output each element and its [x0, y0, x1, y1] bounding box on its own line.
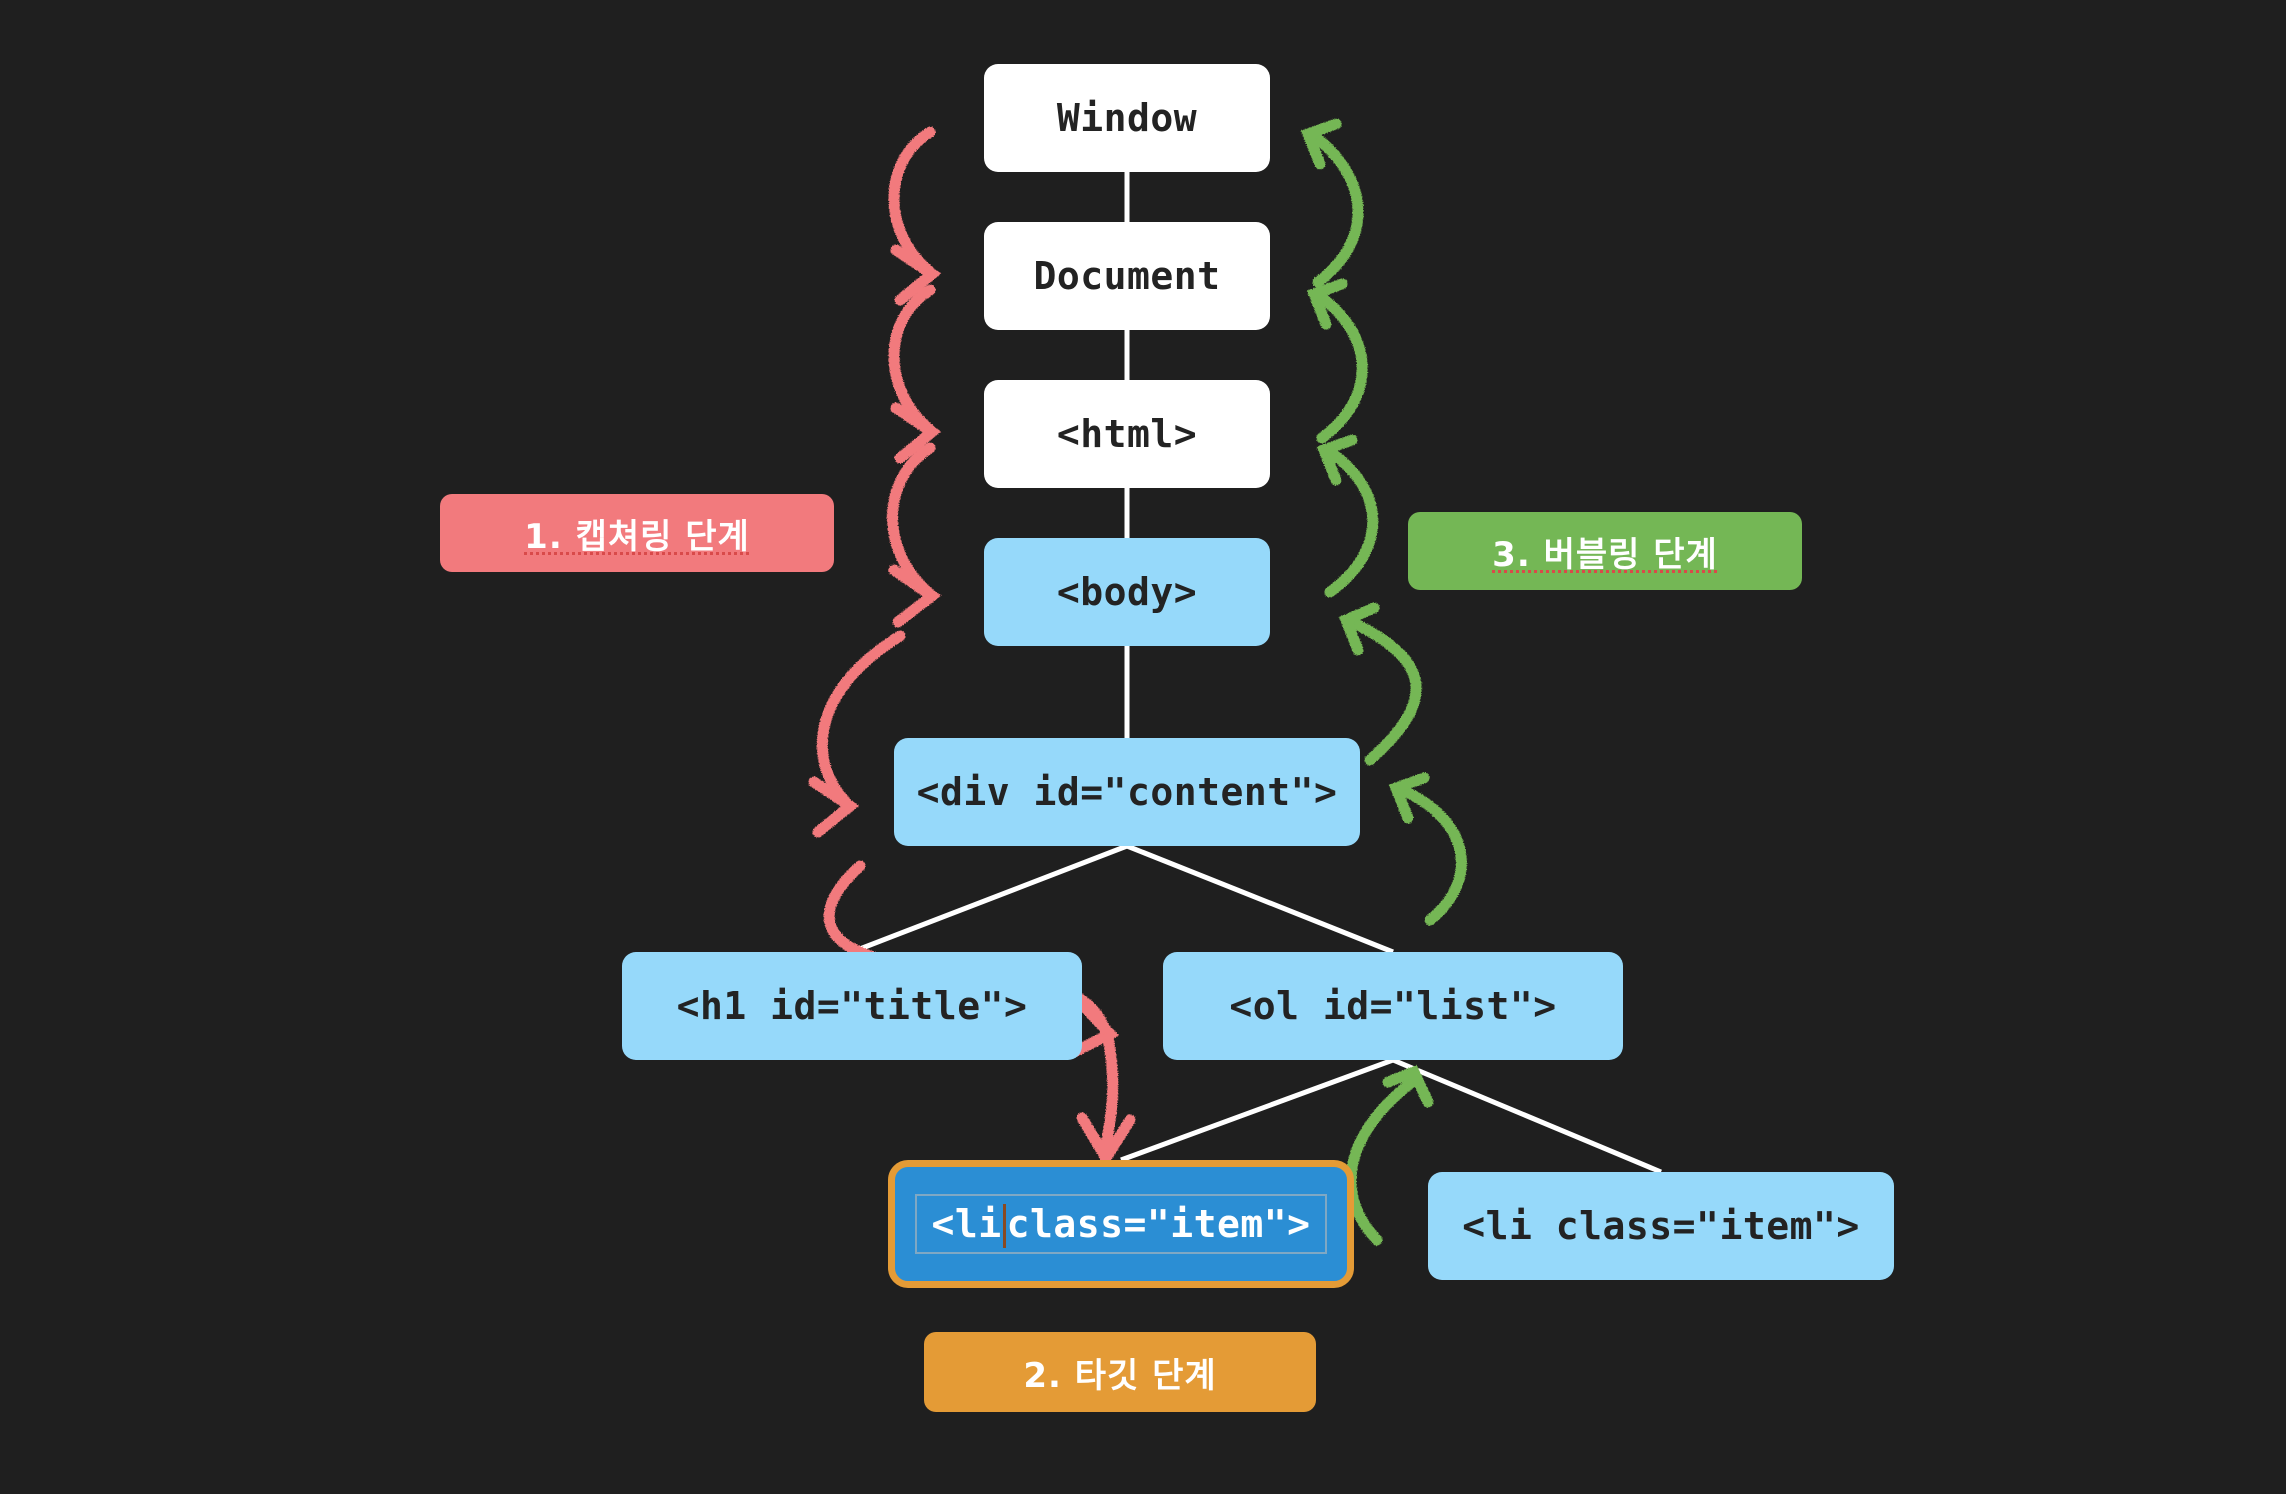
badge-target-phase-label: 2. 타깃 단계: [1023, 1355, 1217, 1396]
node-div-content[interactable]: <div id="content">: [894, 738, 1360, 846]
badge-bubbling-phase[interactable]: 3. 버블링 단계: [1408, 512, 1802, 590]
node-document-label: Document: [1033, 254, 1221, 298]
text-cursor: [1002, 1204, 1006, 1248]
node-li-target-label-before: <li: [931, 1202, 1002, 1246]
node-div-content-label: <div id="content">: [916, 770, 1338, 814]
badge-bubbling-phase-label: 3. 버블링 단계: [1492, 534, 1718, 575]
node-li-target-label-after: class="item">: [1006, 1202, 1311, 1246]
node-li-target-editor[interactable]: <li class="item">: [915, 1194, 1327, 1254]
node-h1-title[interactable]: <h1 id="title">: [622, 952, 1082, 1060]
badge-target-phase[interactable]: 2. 타깃 단계: [924, 1332, 1316, 1412]
node-li-other[interactable]: <li class="item">: [1428, 1172, 1894, 1280]
node-html[interactable]: <html>: [984, 380, 1270, 488]
node-ol-list[interactable]: <ol id="list">: [1163, 952, 1623, 1060]
node-h1-title-label: <h1 id="title">: [676, 984, 1028, 1028]
node-html-label: <html>: [1056, 412, 1198, 456]
node-document[interactable]: Document: [984, 222, 1270, 330]
node-body-label: <body>: [1056, 570, 1198, 614]
node-ol-list-label: <ol id="list">: [1229, 984, 1557, 1028]
node-li-other-label: <li class="item">: [1462, 1204, 1860, 1248]
bubble-arrows: [1300, 118, 1467, 1246]
badge-capturing-phase-label: 1. 캡쳐링 단계: [524, 516, 750, 557]
node-window[interactable]: Window: [984, 64, 1270, 172]
node-body[interactable]: <body>: [984, 538, 1270, 646]
node-li-target[interactable]: <li class="item">: [888, 1160, 1354, 1288]
node-window-label: Window: [1056, 96, 1198, 140]
badge-capturing-phase[interactable]: 1. 캡쳐링 단계: [440, 494, 834, 572]
